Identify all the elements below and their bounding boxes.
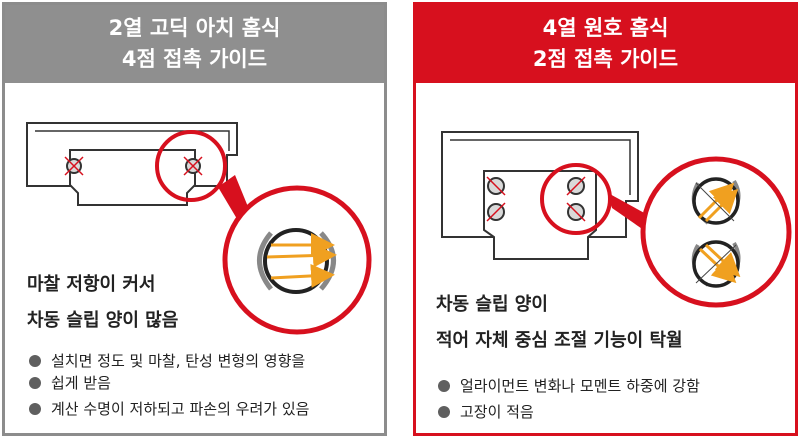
right-bullet-item: 고장이 적음 bbox=[436, 401, 786, 423]
right-panel-header: 4열 원호 홈식 2점 접촉 가이드 bbox=[416, 5, 795, 83]
right-title-line1: 4열 원호 홈식 bbox=[542, 16, 669, 40]
left-highlight-circle bbox=[155, 130, 227, 202]
right-title-line2: 2점 접촉 가이드 bbox=[532, 47, 679, 71]
right-bullet-item: 얼라이먼트 변화나 모멘트 하중에 강함 bbox=[436, 375, 786, 397]
left-bullet-item: 계산 수명이 저하되고 파손의 우려가 있음 bbox=[27, 398, 377, 420]
right-ball-upper-left bbox=[486, 176, 506, 196]
right-zoom-connector bbox=[608, 193, 648, 233]
left-description: 마찰 저항이 커서 차동 슬립 양이 많음 bbox=[27, 267, 178, 339]
left-desc-line2: 차동 슬립 양이 많음 bbox=[27, 310, 179, 331]
gothic-arch-guide-diagram bbox=[26, 122, 372, 335]
left-ball-left bbox=[64, 156, 84, 176]
left-title-line1: 2열 고딕 아치 홈식 bbox=[108, 16, 281, 40]
left-zoom-ball bbox=[263, 228, 329, 294]
left-panel-header: 2열 고딕 아치 홈식 4점 접촉 가이드 bbox=[5, 5, 384, 83]
right-block-inner-line bbox=[450, 139, 631, 195]
left-bullet-list: 설치면 정도 및 마찰, 탄성 변형의 영향을 쉽게 받음 계산 수명이 저하되… bbox=[27, 350, 377, 420]
left-bullet-item: 설치면 정도 및 마찰, 탄성 변형의 영향을 bbox=[27, 350, 377, 372]
right-bullet-list: 얼라이먼트 변화나 모멘트 하중에 강함 고장이 적음 bbox=[436, 375, 786, 423]
left-comparison-panel: 2열 고딕 아치 홈식 4점 접촉 가이드 bbox=[2, 2, 387, 436]
left-ball-right bbox=[183, 156, 203, 176]
left-bullet-continuation-text: 쉽게 받음 bbox=[51, 374, 111, 392]
left-desc-line1: 마찰 저항이 커서 bbox=[27, 274, 156, 295]
left-groove-left bbox=[257, 231, 273, 291]
right-ball-lower-left bbox=[486, 202, 506, 222]
right-zoom-ball-upper bbox=[691, 177, 741, 225]
right-comparison-panel: 4열 원호 홈식 2점 접촉 가이드 bbox=[413, 2, 798, 436]
right-ball-upper-right bbox=[566, 176, 586, 196]
circular-arc-guide-diagram bbox=[441, 131, 792, 308]
right-zoom-ball-lower bbox=[691, 240, 741, 288]
right-zoom-circle bbox=[640, 156, 792, 308]
right-desc-line2: 적어 자체 중심 조절 기능이 탁월 bbox=[436, 330, 683, 351]
right-ball-lower-right bbox=[566, 202, 586, 222]
left-title-line2: 4점 접촉 가이드 bbox=[121, 47, 268, 71]
right-desc-line1: 차동 슬립 양이 bbox=[436, 294, 548, 315]
right-description: 차동 슬립 양이 적어 자체 중심 조절 기능이 탁월 bbox=[436, 287, 683, 359]
left-bullet-continuation: 쉽게 받음 bbox=[27, 372, 377, 394]
left-block-inner-line bbox=[35, 130, 230, 151]
